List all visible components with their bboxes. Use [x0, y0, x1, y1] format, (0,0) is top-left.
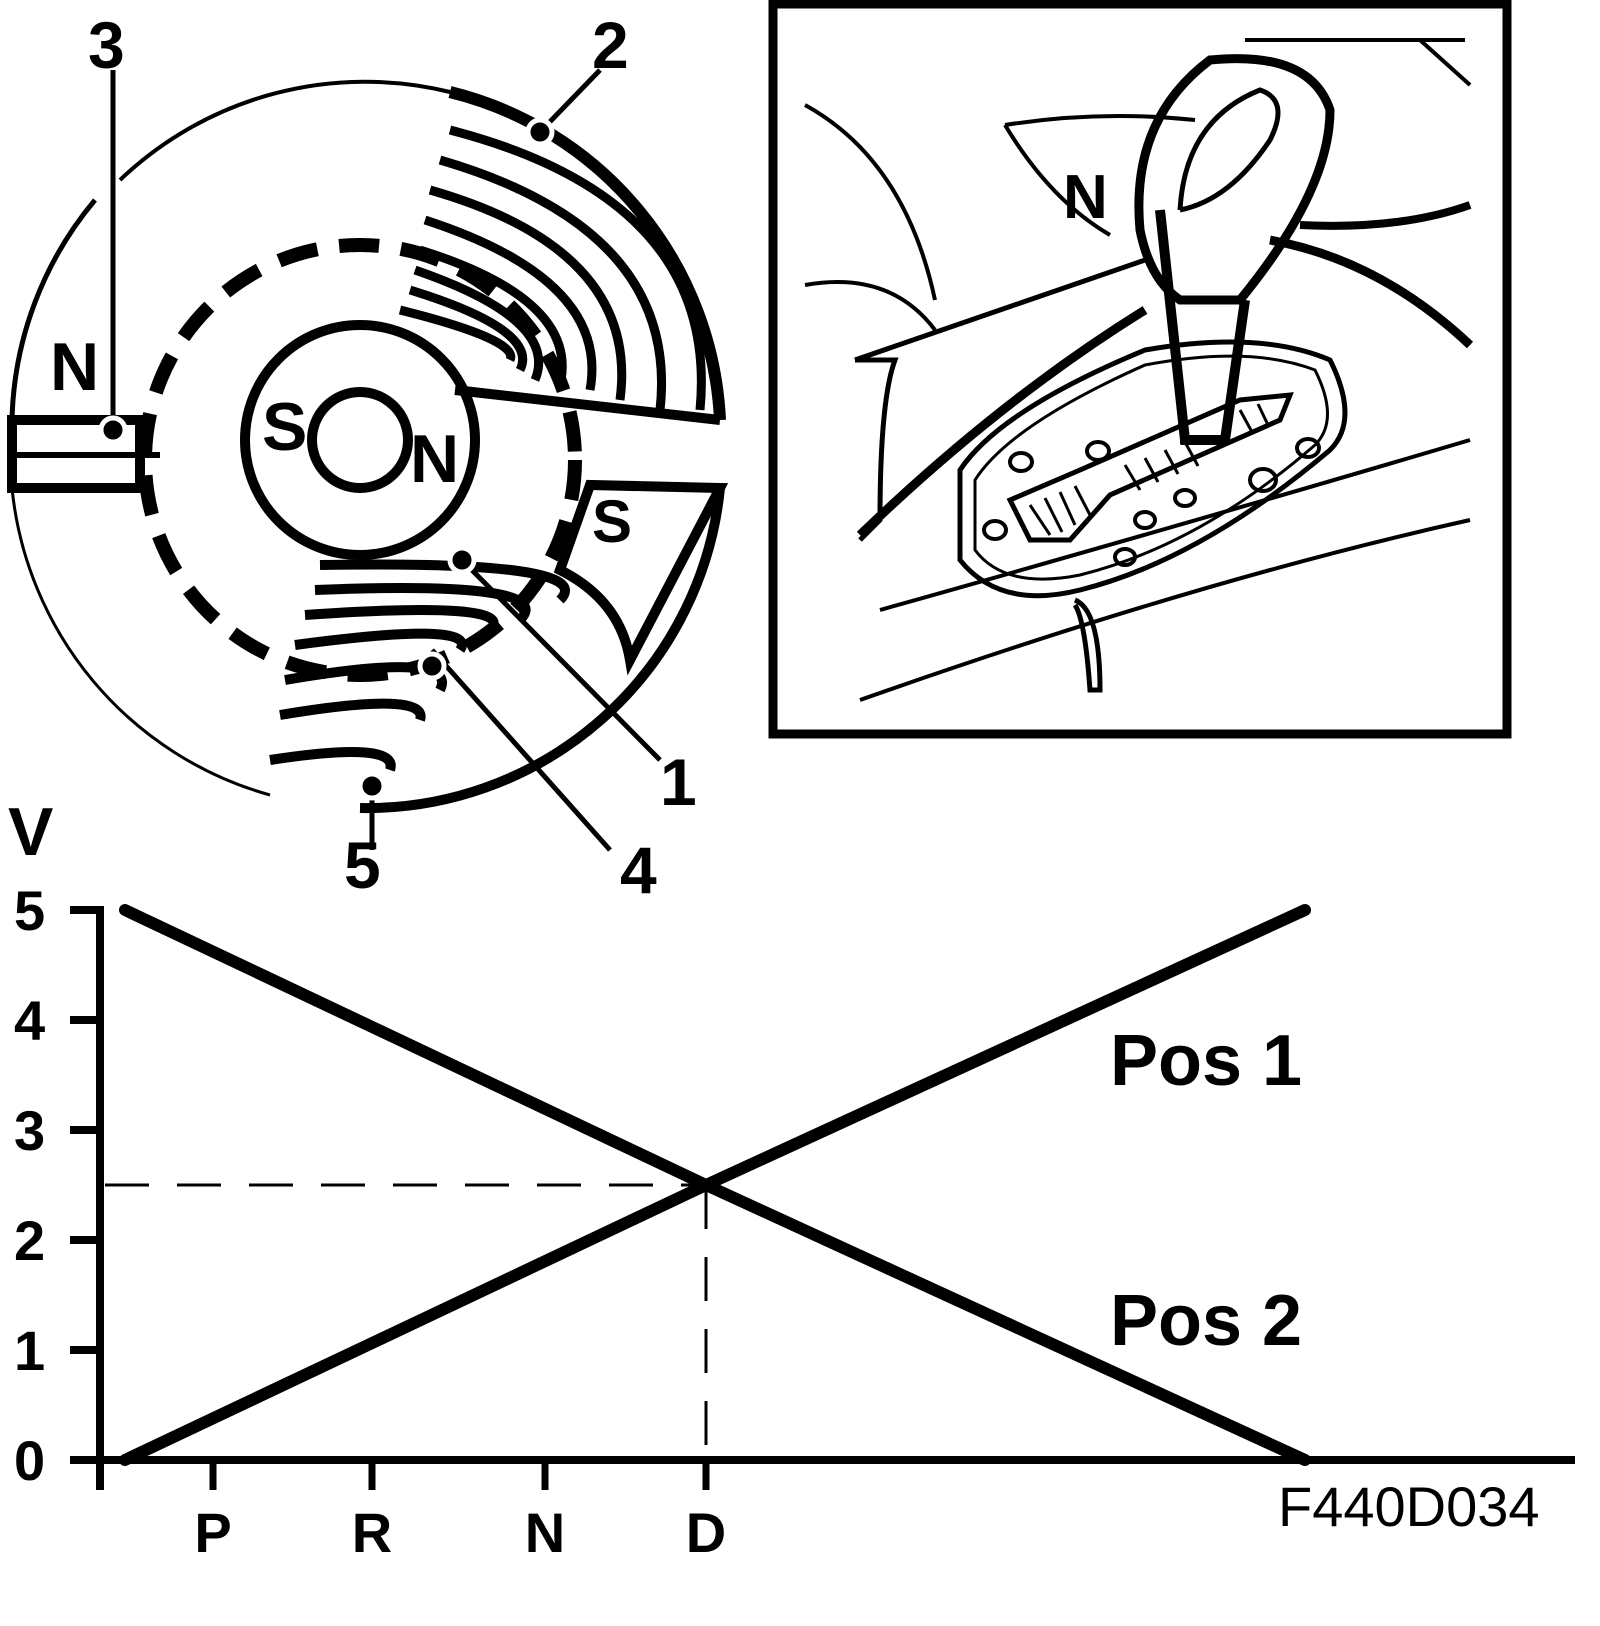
selector-label-n: N — [1063, 163, 1108, 232]
outer-magnet-lower — [359, 487, 725, 814]
outer-ring — [118, 79, 451, 182]
callout-2: 2 — [592, 8, 629, 82]
dashed-ring — [138, 238, 582, 682]
s-pole-block — [553, 479, 729, 676]
series-label-1: Pos 1 — [1110, 1021, 1302, 1101]
callout-5: 5 — [344, 828, 381, 902]
console-bezel — [957, 339, 1348, 599]
leader-4 — [430, 648, 612, 852]
y-tick-label-0: 0 — [14, 1429, 45, 1492]
gear-lever-knob — [1134, 54, 1335, 305]
outer-magnet-arc — [448, 86, 726, 421]
series-line-2 — [119, 904, 1311, 1466]
rotor-outer — [240, 320, 480, 560]
armrest — [1072, 597, 1103, 693]
callout-3: 3 — [88, 8, 125, 82]
indicator-lights — [982, 437, 1321, 567]
outer-ring-bottom — [10, 487, 271, 797]
y-axis-label: V — [8, 794, 53, 870]
gate-hatching — [1028, 403, 1270, 536]
dash-curve-2 — [804, 280, 937, 332]
figure-code: F440D034 — [1278, 1475, 1540, 1538]
voltage-chart: 0 1 2 3 4 5P R N D Pos 1 Pos 2 — [14, 879, 1575, 1564]
callout-dots — [98, 117, 555, 801]
y-tick-label-3: 3 — [14, 1099, 45, 1162]
x-tick-label-P: P — [194, 1501, 231, 1564]
pole-label-outer-south: S — [592, 488, 632, 555]
left-slot — [7, 415, 145, 493]
dash-curve-1 — [804, 103, 937, 301]
pole-label-inner-north: N — [410, 421, 459, 497]
console-bezel-inner — [973, 354, 1329, 581]
callout-4: 4 — [620, 833, 657, 907]
y-tick-label-5: 5 — [14, 879, 45, 942]
console-left — [855, 357, 899, 542]
console-top — [854, 257, 1146, 363]
console-lower — [879, 438, 1471, 612]
y-tick-label-1: 1 — [14, 1319, 45, 1382]
rotor-inner — [307, 387, 413, 493]
gate-slot — [1006, 392, 1294, 543]
dash-curve-4 — [1003, 123, 1112, 237]
y-tick-label-2: 2 — [14, 1209, 45, 1272]
n-slot-upper — [454, 385, 721, 425]
dash-curve-6 — [1418, 38, 1472, 87]
x-tick-label-R: R — [352, 1501, 392, 1564]
dash-curve-3 — [1004, 114, 1196, 127]
x-tick-label-D: D — [686, 1501, 726, 1564]
gear-lever-highlight — [1177, 87, 1281, 213]
gear-selector-inset — [768, 0, 1512, 739]
console-thick — [856, 306, 1148, 539]
series-label-2: Pos 2 — [1110, 1281, 1302, 1361]
inset-frame — [768, 0, 1512, 739]
callout-1: 1 — [660, 745, 697, 819]
y-tick-label-4: 4 — [14, 989, 45, 1052]
console-lower-2 — [859, 518, 1471, 702]
gear-lever-shaft — [1155, 209, 1250, 445]
dash-right-thick — [1269, 235, 1474, 349]
leader-1 — [460, 558, 662, 762]
x-tick-label-N: N — [525, 1501, 565, 1564]
outer-ring-left — [9, 198, 97, 421]
hall-sensor-diagram — [7, 68, 729, 852]
pole-label-outer-north: N — [50, 329, 99, 405]
dash-right-top — [1299, 201, 1472, 230]
pole-label-inner-south: S — [262, 389, 307, 465]
